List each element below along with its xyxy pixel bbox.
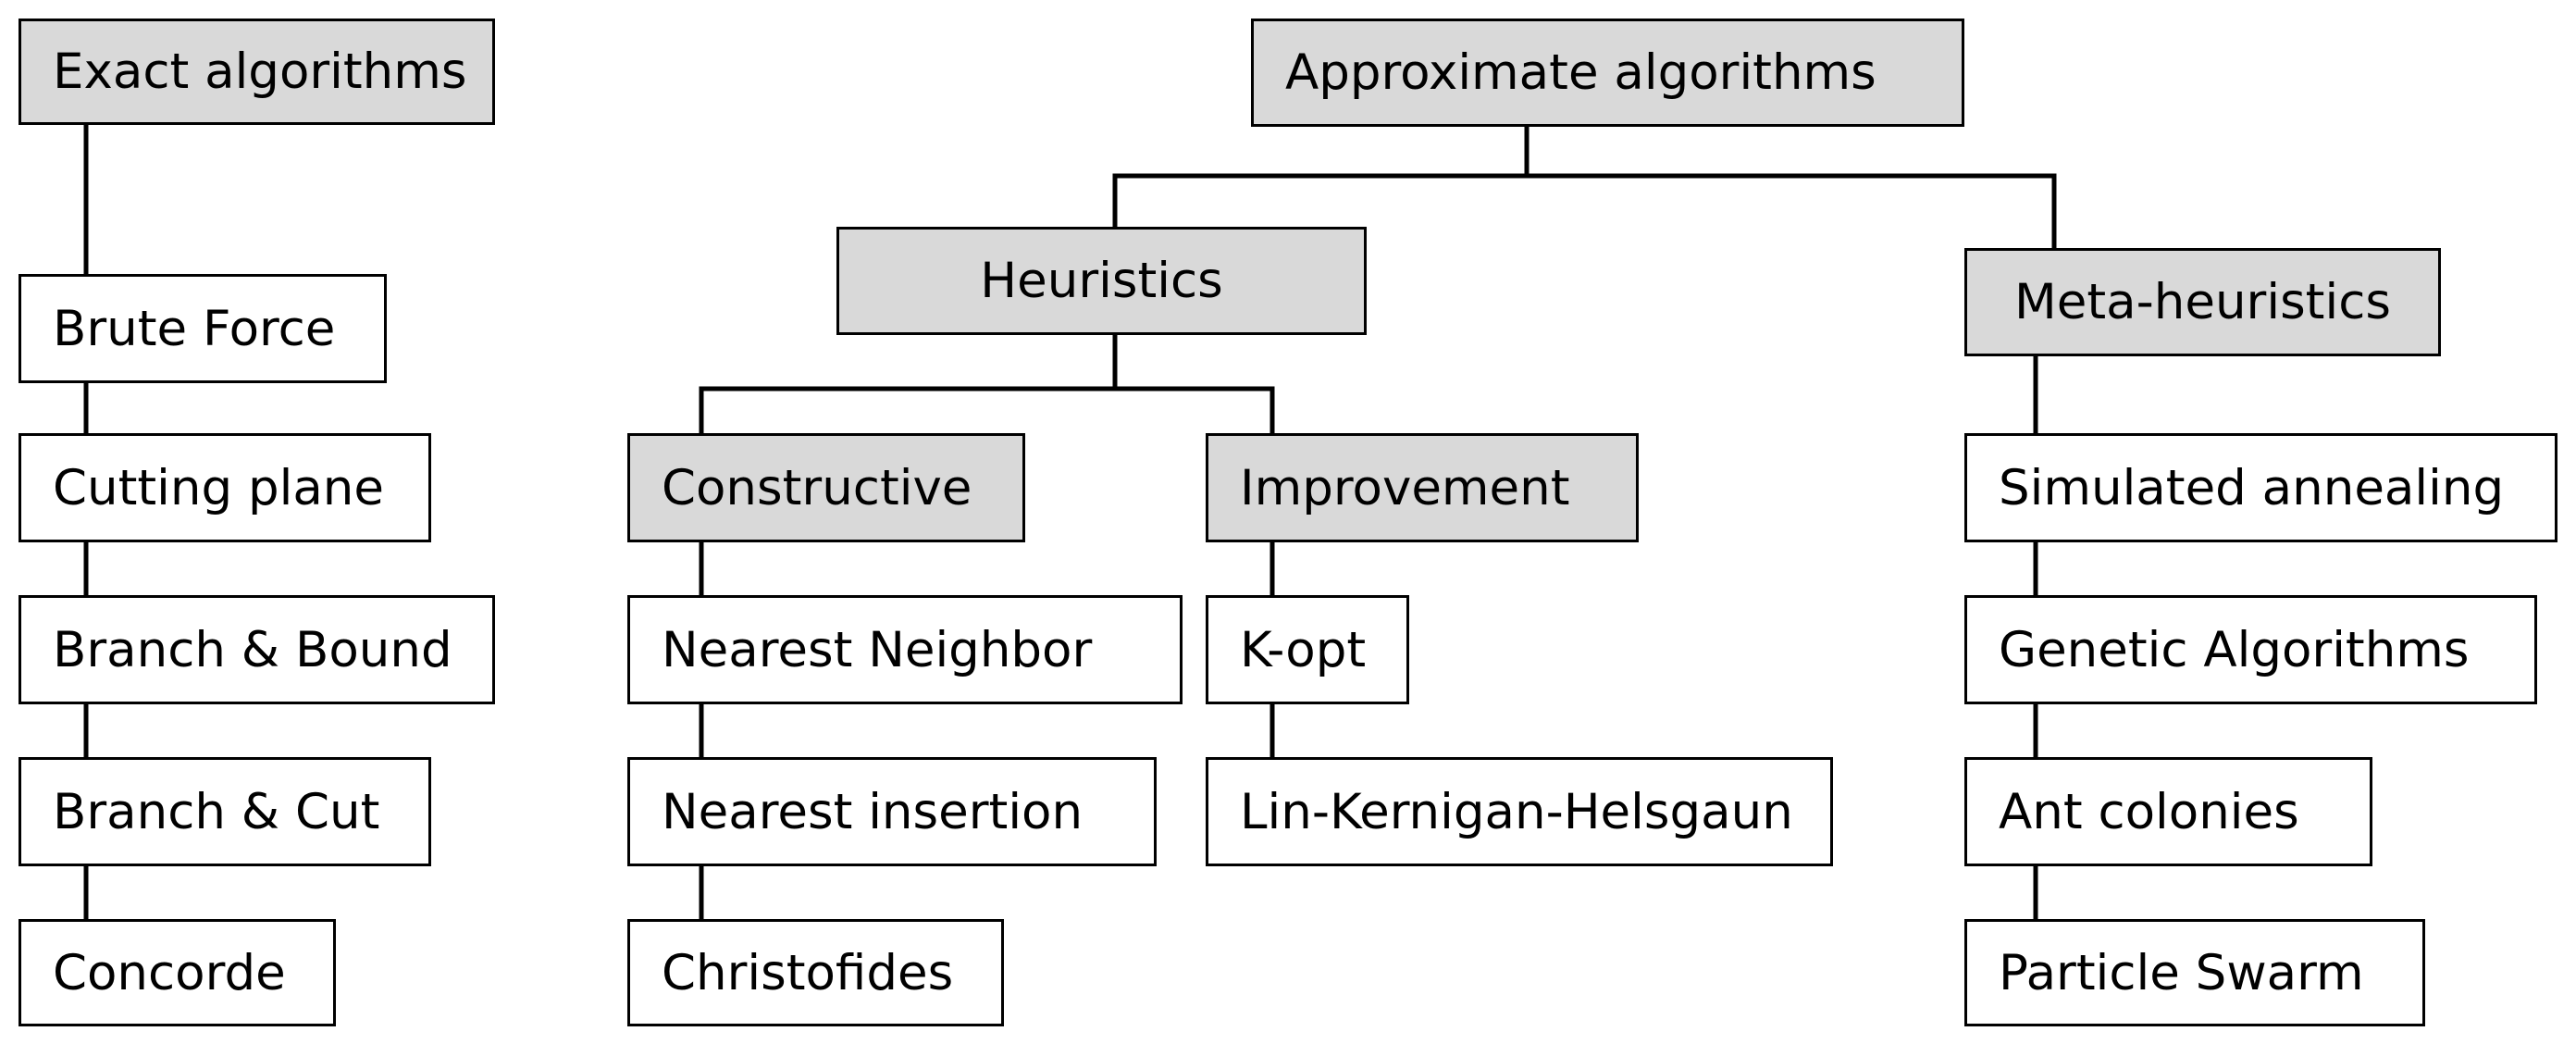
improvement-label: Improvement [1240, 459, 1570, 516]
exact-method-node: Branch & Bound [19, 595, 495, 704]
meta-method-node: Simulated annealing [1964, 433, 2557, 542]
exact-algorithms-node: Exact algorithms [19, 19, 495, 125]
heuristics-label: Heuristics [980, 253, 1223, 309]
exact-method-label: Brute Force [53, 300, 336, 357]
constructive-method-label: Nearest insertion [662, 783, 1084, 840]
meta-heuristics-node: Meta-heuristics [1964, 248, 2441, 356]
meta-heuristics-label: Meta-heuristics [2014, 274, 2391, 330]
constructive-method-node: Christofides [627, 919, 1004, 1026]
constructive-label: Constructive [662, 459, 972, 516]
constructive-node: Constructive [627, 433, 1025, 542]
exact-method-label: Cutting plane [53, 459, 385, 516]
improvement-method-label: K-opt [1240, 621, 1367, 678]
meta-method-node: Particle Swarm [1964, 919, 2425, 1026]
improvement-method-label: Lin-Kernigan-Helsgaun [1240, 783, 1793, 840]
meta-method-node: Ant colonies [1964, 757, 2372, 866]
exact-method-label: Concorde [53, 944, 286, 1001]
meta-method-label: Ant colonies [1999, 783, 2299, 840]
meta-method-label: Genetic Algorithms [1999, 621, 2470, 678]
exact-method-label: Branch & Cut [53, 783, 380, 840]
improvement-method-node: Lin-Kernigan-Helsgaun [1206, 757, 1833, 866]
meta-method-label: Particle Swarm [1999, 944, 2364, 1001]
constructive-method-label: Nearest Neighbor [662, 621, 1093, 678]
exact-method-node: Branch & Cut [19, 757, 431, 866]
exact-method-node: Concorde [19, 919, 336, 1026]
approximate-algorithms-node: Approximate algorithms [1251, 19, 1964, 127]
meta-method-node: Genetic Algorithms [1964, 595, 2537, 704]
heuristics-node: Heuristics [836, 227, 1367, 335]
constructive-method-label: Christofides [662, 944, 954, 1001]
exact-method-label: Branch & Bound [53, 621, 452, 678]
improvement-node: Improvement [1206, 433, 1639, 542]
exact-method-node: Cutting plane [19, 433, 431, 542]
constructive-method-node: Nearest insertion [627, 757, 1157, 866]
exact-algorithms-label: Exact algorithms [53, 44, 467, 100]
exact-method-node: Brute Force [19, 274, 387, 383]
meta-method-label: Simulated annealing [1999, 459, 2505, 516]
approximate-algorithms-label: Approximate algorithms [1285, 44, 1876, 101]
improvement-method-node: K-opt [1206, 595, 1409, 704]
constructive-method-node: Nearest Neighbor [627, 595, 1183, 704]
